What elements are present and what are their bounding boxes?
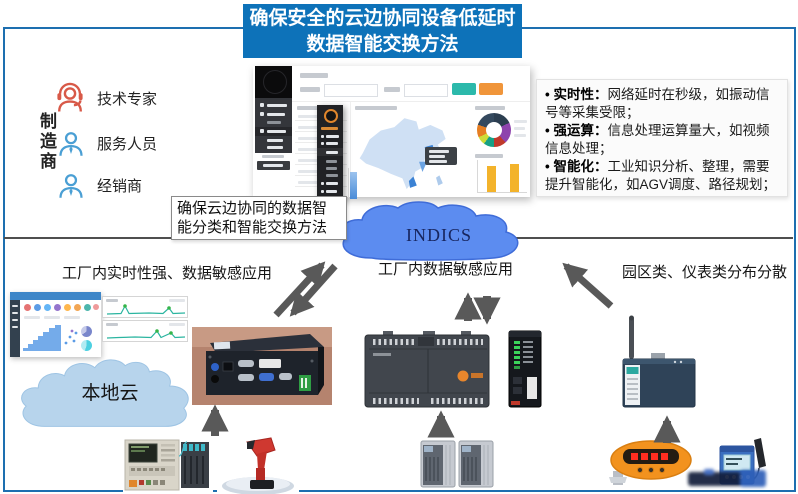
- cloud-icon: [21, 359, 189, 427]
- local-dashboard-screenshot: [10, 292, 101, 357]
- sidebar-bottom-button: [257, 161, 290, 170]
- role-label: 服务人员: [97, 135, 158, 153]
- wireless-gateway-icon: [617, 315, 701, 409]
- challenge-item: • 强运算：信息处理运算量大，如视频信息处理；: [545, 123, 770, 156]
- challenges-box: • 实时性：网络延时在秒级，如振动信号等采集受限； • 强运算：信息处理运算量大…: [536, 79, 788, 197]
- role-technical-expert: 技术专家: [52, 80, 157, 116]
- frequency-drives-icon: [419, 437, 497, 489]
- blue-bar: [350, 172, 357, 199]
- title-banner: 确保安全的云边协同设备低延时 数据智能交换方法: [243, 4, 522, 58]
- local-cloud: [14, 349, 206, 433]
- overlay-logo: [324, 109, 338, 123]
- headset-person-icon: [52, 80, 88, 116]
- query-button: [452, 83, 476, 95]
- manufacturer-label: 制造商: [37, 112, 56, 172]
- local-cloud-label: 本地云: [81, 383, 139, 404]
- area-chart: [23, 325, 61, 351]
- line-chart: [106, 304, 186, 315]
- sidebar-logo-block: [255, 66, 292, 98]
- zone-label-right: 园区类、仪表类分布分散: [622, 264, 788, 281]
- challenge-item: • 智能化：工业知识分析、整理，需要提升智能化，如AGV调度、路径规划；: [545, 159, 777, 192]
- person-icon: [54, 126, 88, 160]
- register-button: [479, 83, 503, 95]
- title-line1: 确保安全的云边协同设备低延时: [249, 8, 516, 29]
- pressure-gauge-icon: [599, 439, 697, 489]
- din-rail-gateway-icon: [501, 327, 548, 411]
- cnc-controller-icon: [123, 436, 213, 494]
- filter-bar: [292, 68, 530, 102]
- scatter-chart: [64, 329, 78, 345]
- challenge-item: • 实时性：网络延时在秒级，如振动信号等采集受限；: [545, 87, 770, 120]
- yellow-bar: [510, 164, 519, 192]
- public-cloud: INDICS: [333, 200, 545, 262]
- search-input: [324, 84, 378, 97]
- role-label: 经销商: [97, 177, 143, 195]
- role-distributor: 经销商: [54, 168, 142, 202]
- role-service-staff: 服务人员: [54, 126, 157, 160]
- zone-label-middle: 工厂内数据敏感应用: [378, 261, 514, 278]
- industrial-pc-icon: [192, 327, 332, 405]
- yellow-bar: [487, 166, 496, 192]
- line-chart: [106, 329, 186, 339]
- title-line2: 数据智能交换方法: [306, 34, 459, 55]
- method-box: 确保云边协同的数据智能分类和智能交换方法: [171, 196, 347, 240]
- sidebar-menu: [255, 98, 292, 153]
- search-input: [404, 84, 448, 97]
- plc-controller-icon: [363, 329, 493, 413]
- platform-dashboard-screenshot: [253, 66, 530, 202]
- trend-charts-screenshot: [102, 296, 188, 344]
- public-cloud-name: INDICS: [405, 225, 472, 245]
- zone-label-left: 工厂内实时性强、数据敏感应用: [62, 265, 273, 282]
- donut-chart: [477, 113, 511, 147]
- pie-chart: [81, 340, 92, 351]
- watermark: [684, 467, 776, 491]
- person-icon: [54, 168, 88, 202]
- role-label: 技术专家: [97, 90, 158, 108]
- handheld-3d-scanner-icon: [217, 434, 299, 494]
- china-map-panel: [348, 102, 471, 199]
- overlay-sidebar: [317, 105, 343, 202]
- pie-chart: [81, 326, 92, 337]
- map-tooltip: [425, 147, 457, 165]
